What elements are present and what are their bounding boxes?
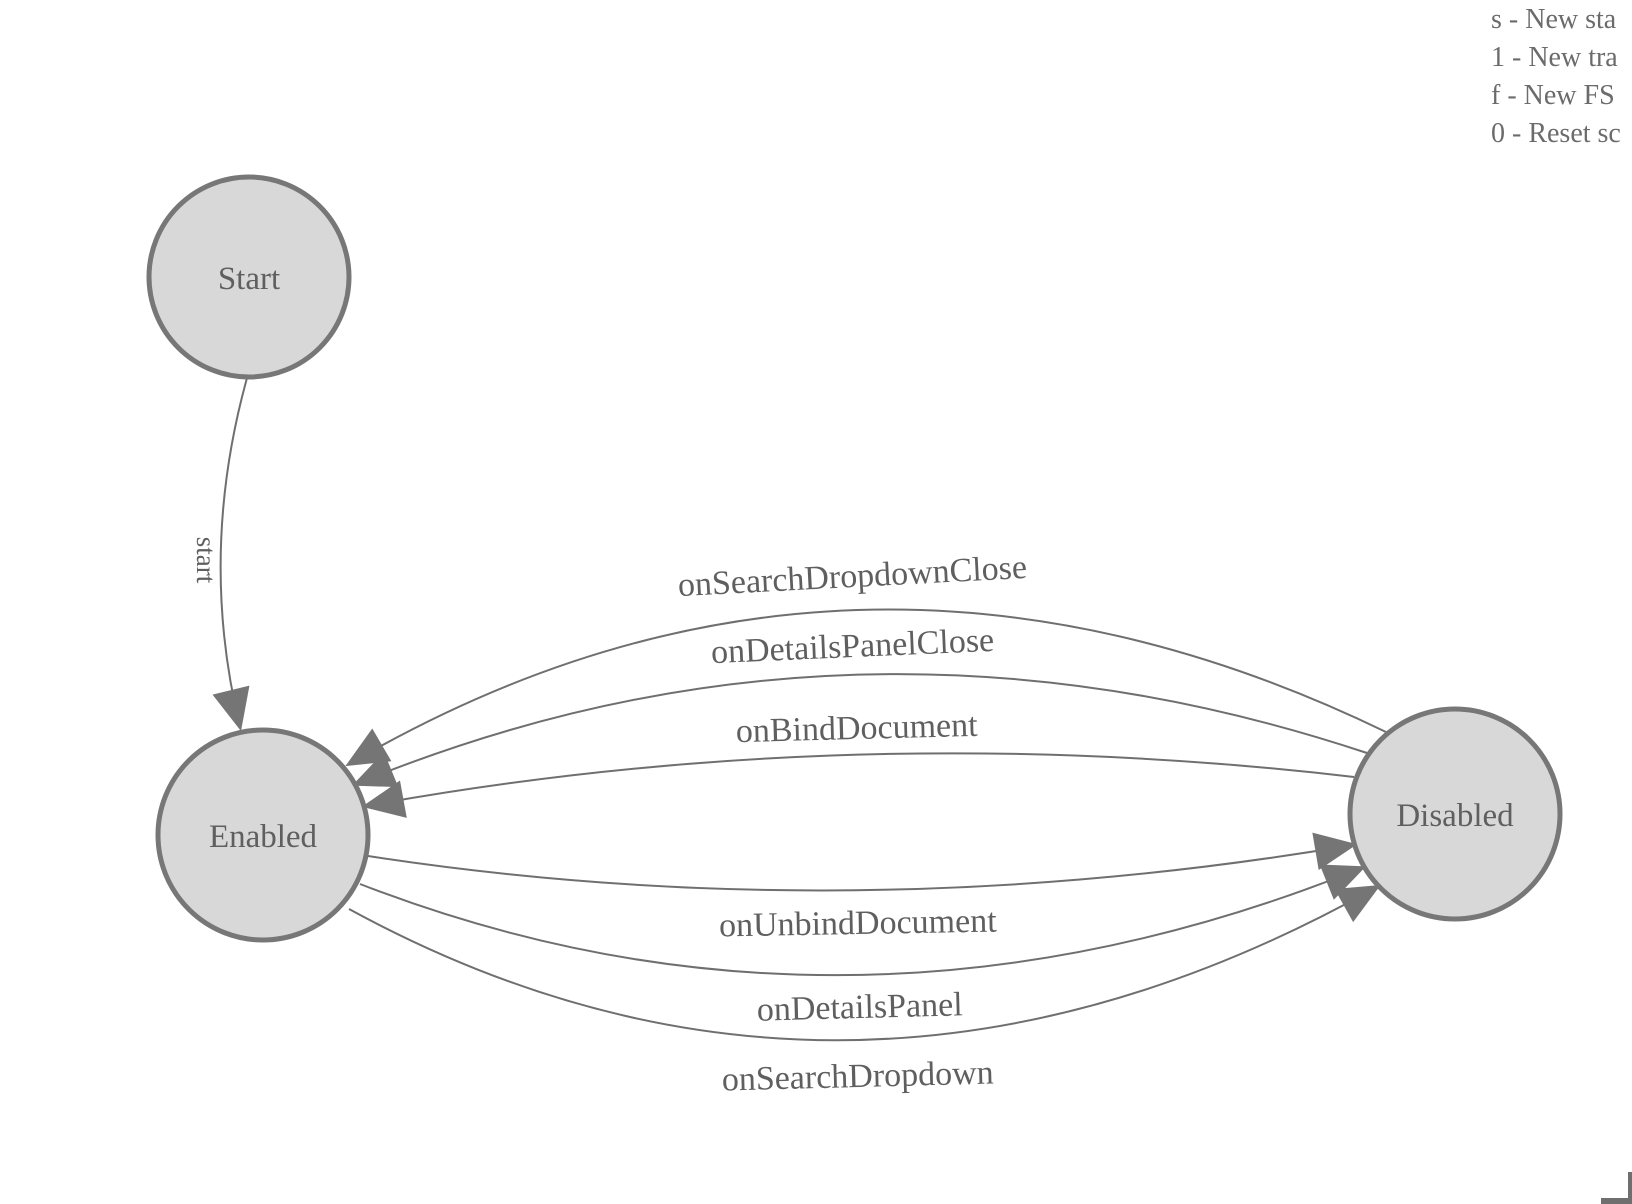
transition-curve[interactable]: [359, 864, 1366, 977]
transition-curve[interactable]: [212, 377, 250, 732]
legend: s - New sta 1 - New tra f - New FS 0 - R…: [1491, 4, 1621, 149]
legend-line: s - New sta: [1491, 4, 1617, 35]
transition-start[interactable]: start: [191, 377, 250, 732]
state-disabled[interactable]: Disabled: [1347, 706, 1563, 922]
state-label: Enabled: [209, 819, 318, 855]
transition-curve[interactable]: [352, 673, 1368, 788]
state-start[interactable]: Start: [146, 174, 352, 380]
transition-onunbinddocument[interactable]: onUnbindDocument: [367, 832, 1358, 945]
state-circle[interactable]: [1347, 706, 1563, 922]
transition-label[interactable]: onSearchDropdown: [721, 1054, 994, 1098]
transition-onsearchdropdown[interactable]: onSearchDropdown: [348, 884, 1381, 1099]
transition-ondetailspanel[interactable]: onDetailsPanel: [359, 864, 1366, 1029]
transition-curve[interactable]: [361, 752, 1355, 818]
transition-label[interactable]: onDetailsPanelClose: [710, 622, 995, 671]
transition-label[interactable]: onDetailsPanel: [756, 986, 963, 1028]
transition-curve[interactable]: [348, 884, 1381, 1042]
legend-line: 1 - New tra: [1491, 42, 1618, 73]
transition-onbinddocument[interactable]: onBindDocument: [361, 707, 1355, 818]
legend-line: 0 - Reset sc: [1491, 118, 1621, 149]
cutoff-corner-shape: [1601, 1172, 1632, 1204]
transition-curve[interactable]: [345, 608, 1387, 767]
transition-label[interactable]: start: [191, 537, 221, 584]
state-label: Start: [218, 261, 280, 297]
transition-label[interactable]: onSearchDropdownClose: [677, 549, 1028, 604]
state-circle[interactable]: [155, 727, 371, 943]
transition-curve[interactable]: [367, 832, 1358, 892]
state-label: Disabled: [1396, 798, 1514, 834]
state-enabled[interactable]: Enabled: [155, 727, 371, 943]
transition-label[interactable]: onUnbindDocument: [719, 903, 998, 945]
transition-ondetailspanelclose[interactable]: onDetailsPanelClose: [352, 622, 1368, 788]
state-circle[interactable]: [146, 174, 352, 380]
transition-label[interactable]: onBindDocument: [735, 707, 978, 750]
legend-line: f - New FS: [1491, 80, 1615, 111]
cutoff-corner-vertical: [1628, 1172, 1632, 1200]
cutoff-corner-horizontal: [1601, 1198, 1632, 1204]
